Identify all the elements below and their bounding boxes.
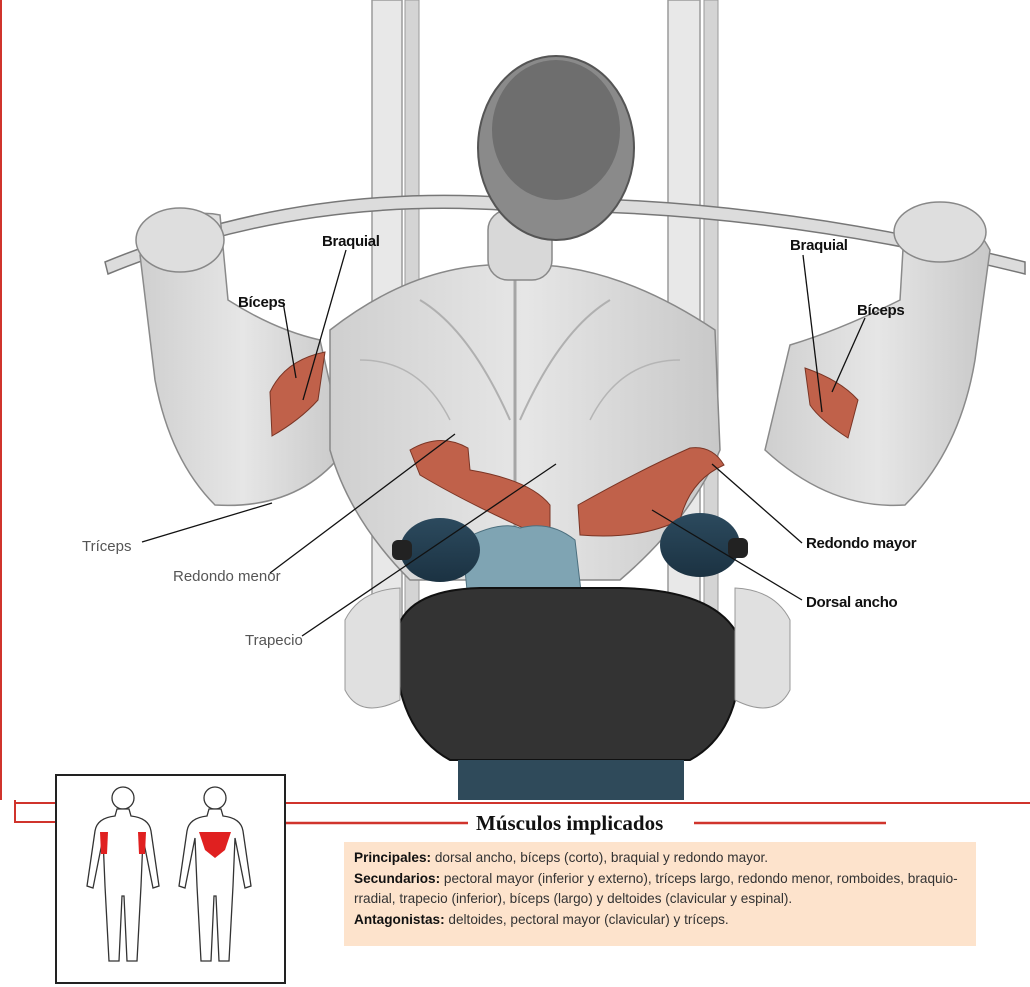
right-teres-major-highlight	[577, 447, 725, 537]
right-hand	[893, 201, 987, 263]
seat-cushion	[393, 587, 742, 761]
bottom-frame-line	[14, 800, 55, 823]
principales-text: dorsal ancho, bíceps (corto), braquial y…	[431, 850, 769, 865]
label-biceps-right: Bíceps	[857, 302, 905, 319]
body-figures-box	[55, 774, 286, 984]
antagonistas-line: Antagonistas: deltoides, pectoral mayor …	[354, 910, 970, 931]
leader-lines	[141, 249, 866, 637]
left-teres-major-highlight	[409, 439, 551, 541]
label-trapecio: Trapecio	[245, 632, 303, 649]
left-hand	[135, 207, 225, 273]
muscles-info-box: Principales: dorsal ancho, bíceps (corto…	[344, 842, 976, 946]
section-title: Músculos implicados	[468, 811, 672, 836]
principales-line: Principales: dorsal ancho, bíceps (corto…	[354, 848, 970, 869]
secundarios-line: Secundarios: pectoral mayor (inferior y …	[354, 869, 970, 910]
antagonistas-label: Antagonistas:	[354, 911, 445, 927]
label-redondo-mayor: Redondo mayor	[806, 535, 917, 552]
label-dorsal-ancho: Dorsal ancho	[806, 594, 898, 611]
secundarios-text: pectoral mayor (inferior y externo), trí…	[354, 870, 958, 907]
seat-base	[458, 760, 684, 800]
right-knee-pad	[660, 513, 740, 577]
principales-label: Principales:	[354, 850, 432, 865]
label-redondo-menor: Redondo menor	[173, 568, 281, 585]
label-triceps: Tríceps	[82, 538, 132, 555]
front-figure	[86, 786, 160, 962]
label-biceps-left: Bíceps	[238, 294, 286, 311]
left-knee-pad	[400, 518, 480, 582]
back-figure	[178, 786, 252, 962]
antagonistas-text: deltoides, pectoral mayor (clavicular) y…	[444, 911, 729, 927]
body-figures	[86, 786, 252, 962]
label-braquial-right: Braquial	[790, 237, 848, 254]
secundarios-label: Secundarios:	[354, 870, 441, 886]
pulldown-bar	[104, 194, 1026, 276]
label-braquial-left: Braquial	[322, 233, 380, 250]
